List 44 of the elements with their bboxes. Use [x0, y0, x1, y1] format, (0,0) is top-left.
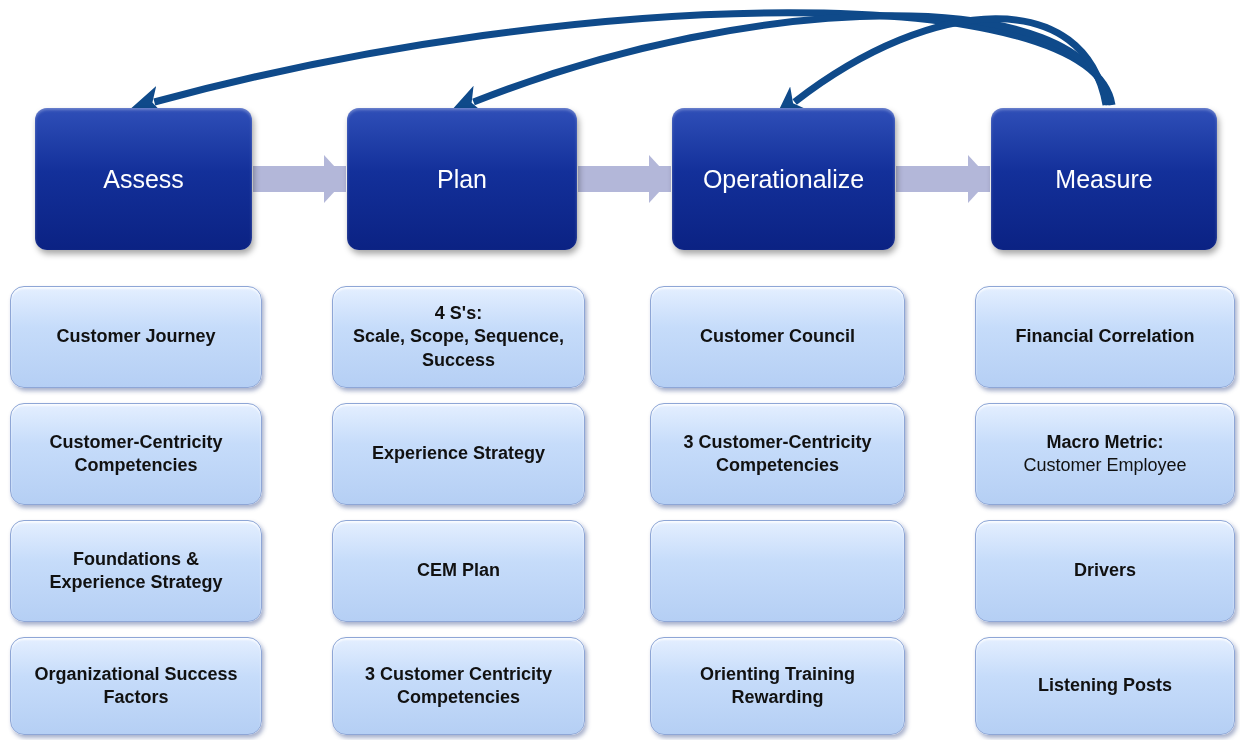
activity-label: Customer Employee — [1023, 454, 1187, 477]
activity-label: Customer Council — [700, 325, 855, 349]
activity-box — [650, 520, 905, 622]
activity-label: 3 Customer-Centricity Competencies — [682, 430, 873, 477]
activity-label: Experience Strategy — [371, 442, 546, 466]
activity-box — [975, 637, 1235, 735]
activity-box — [650, 403, 905, 505]
activity-label: Drivers — [1073, 559, 1136, 583]
activity-box — [10, 637, 262, 735]
activity-label: Orienting Training Rewarding — [699, 662, 856, 709]
activity-box — [332, 520, 585, 622]
activity-box — [332, 637, 585, 735]
activity-box — [10, 403, 262, 505]
activity-label: 4 S's: — [434, 301, 483, 325]
activity-box — [975, 520, 1235, 622]
activity-label: Macro Metric: — [1046, 430, 1164, 454]
activity-box — [650, 637, 905, 735]
activity-label: Financial Correlation — [1015, 325, 1195, 349]
activity-label: 3 Customer Centricity Competencies — [363, 662, 554, 709]
stage-label: Plan — [436, 164, 487, 194]
stage-label: Operationalize — [702, 164, 865, 194]
activity-label: Scale, Scope, Sequence, Success — [351, 325, 566, 372]
activity-label: Customer Journey — [56, 325, 216, 349]
activity-label: Foundations & Experience Strategy — [48, 547, 224, 594]
stage-box — [347, 108, 577, 250]
stage-label: Assess — [103, 164, 184, 194]
activity-box — [332, 286, 585, 388]
activity-label: Listening Posts — [1038, 674, 1172, 698]
chevron-arrow — [253, 155, 346, 203]
chevron-arrow — [578, 155, 671, 203]
stage-box — [672, 108, 895, 250]
stage-label: Measure — [1055, 164, 1153, 194]
activity-box — [10, 520, 262, 622]
activity-box — [975, 286, 1235, 388]
activity-label: Customer-Centricity Competencies — [48, 430, 224, 477]
activity-box — [10, 286, 262, 388]
activity-box — [332, 403, 585, 505]
stage-box — [35, 108, 252, 250]
activity-label: Organizational Success Factors — [33, 662, 239, 709]
stage-box — [991, 108, 1217, 250]
activity-label: CEM Plan — [417, 559, 500, 583]
activity-box — [650, 286, 905, 388]
activity-box — [975, 403, 1235, 505]
chevron-arrow — [896, 155, 990, 203]
